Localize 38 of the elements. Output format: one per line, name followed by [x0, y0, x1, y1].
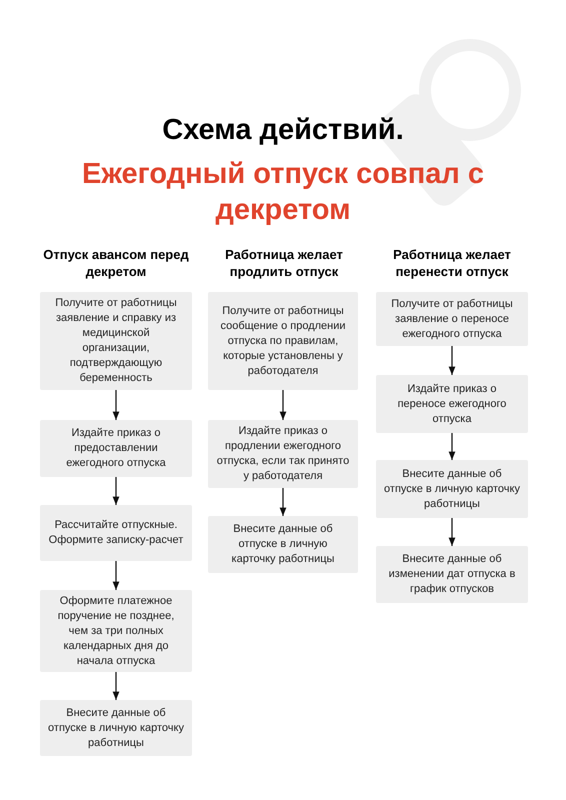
step-box [208, 516, 358, 573]
step-box [376, 460, 528, 518]
step-box [40, 590, 192, 672]
step-box [208, 420, 358, 488]
step-box [376, 375, 528, 433]
arrow [448, 518, 456, 546]
step-text: Получите от работницы сообщение о продлении отпуска по правилам, которые установлены у работодателя [219, 304, 347, 378]
column-heading: Работница желает продлить отпуск [224, 246, 344, 280]
step-text: Издайте приказ о предоставлении ежегодного отпуска [65, 426, 167, 471]
step-text: Внесите данные об отпуске в личную карточку работницы [48, 706, 184, 750]
step-text: Издайте приказ о переносе ежегодного отпуска [396, 382, 508, 426]
step-box [376, 546, 528, 603]
step-box [208, 292, 358, 390]
step-text: Внесите данные об отпуске в личную карточку работницы [230, 522, 336, 567]
arrow [448, 346, 456, 375]
title: Схема действий. [161, 113, 405, 148]
arrow [112, 390, 120, 420]
step-box [376, 292, 528, 346]
arrow [280, 390, 286, 420]
step-box [40, 505, 192, 561]
arrow [280, 488, 286, 516]
arrow [112, 561, 120, 590]
step-text: Издайте приказ о продлении ежегодного отпуска, если так принято у работодателя [216, 424, 350, 484]
arrow [448, 433, 456, 460]
column-heading: Отпуск авансом перед декретом [42, 246, 190, 280]
step-box [40, 420, 192, 477]
step-text: Оформите платежное поручение не позднее, чем за три полных календарных дня до начала отпуска [56, 594, 176, 668]
arrow [112, 672, 120, 700]
step-text: Внесите данные об изменении дат отпуска в график отпусков [388, 552, 516, 597]
step-box [40, 292, 192, 390]
step-text: Получите от работницы заявление о переносе ежегодного отпуска [390, 296, 514, 342]
column-heading: Работница желает перенести отпуск [392, 246, 512, 280]
step-text: Получите от работницы заявление и справку из медицинской организации, подтверждающую беременность [54, 296, 178, 386]
step-box [40, 700, 192, 756]
subtitle: Ежегодный отпуск совпал с декретом [81, 157, 485, 228]
step-text: Внесите данные об отпуске в личную карточку работницы [384, 466, 520, 512]
step-text: Рассчитайте отпускные. Оформите записку-расчет [48, 518, 184, 548]
arrow [112, 477, 120, 505]
